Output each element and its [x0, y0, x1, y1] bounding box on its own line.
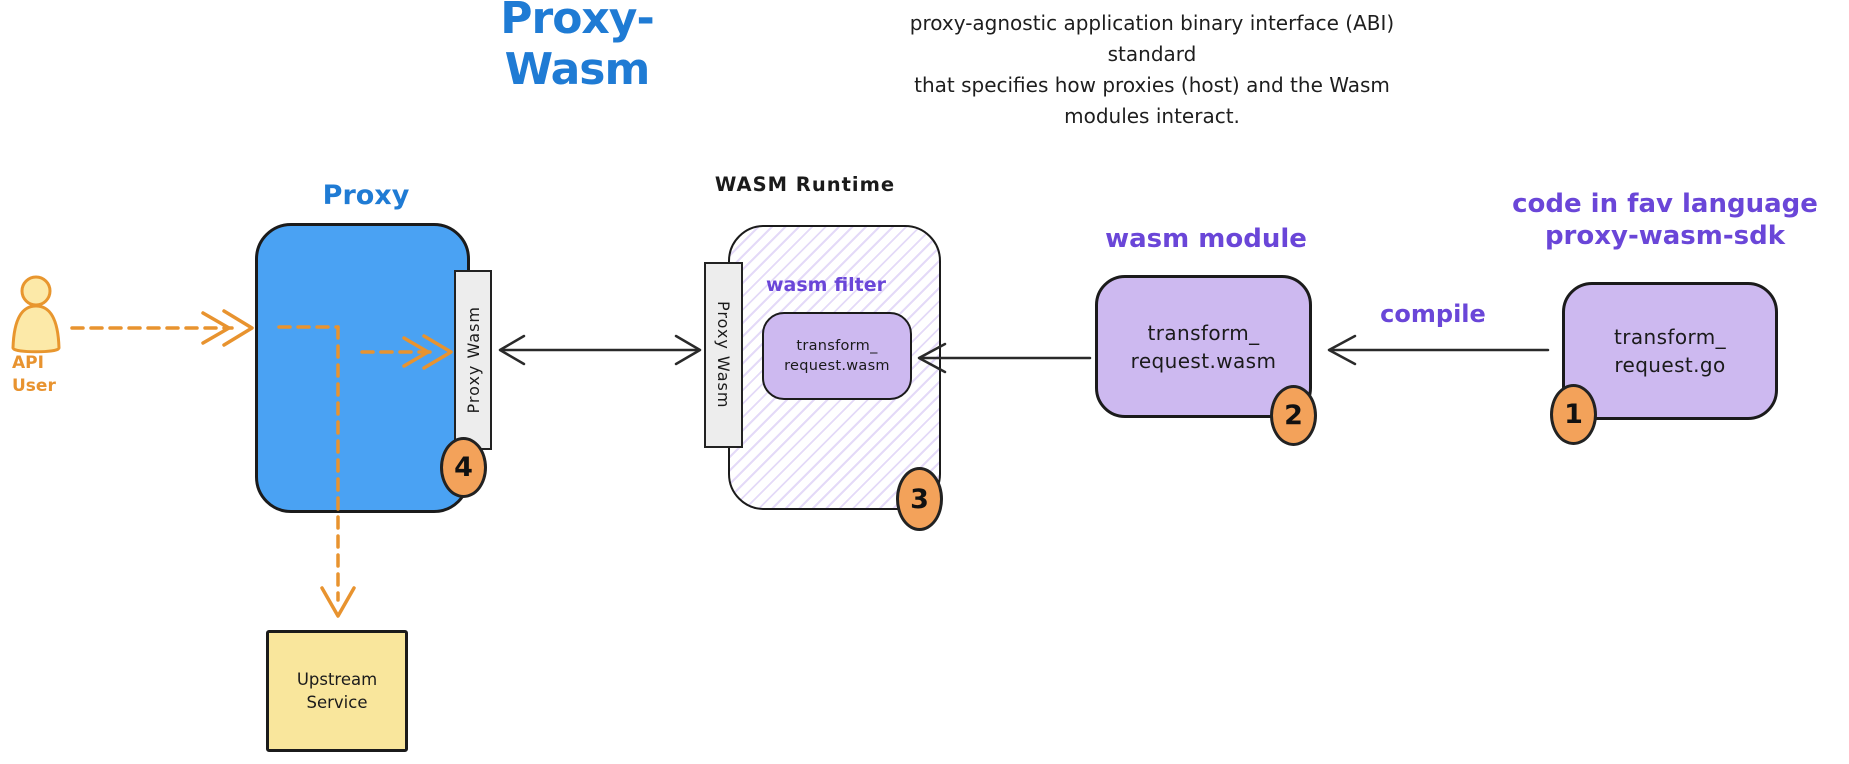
proxy-proxywasm-strip-label: Proxy Wasm: [463, 306, 483, 414]
source-code-label-line-1: code in fav language: [1512, 189, 1818, 219]
arrow-proxy-runtime-bidirectional: [498, 334, 702, 366]
step-2-badge: 2: [1270, 385, 1317, 446]
runtime-proxywasm-strip: Proxy Wasm: [704, 262, 743, 448]
step-4-badge: 4: [440, 437, 487, 498]
wasm-filter-file-node: transform_ request.wasm: [762, 312, 912, 400]
arrow-compile-source-to-module: [1327, 334, 1550, 366]
step-3-badge: 3: [896, 467, 943, 531]
source-code-file-line-2: request.go: [1614, 353, 1726, 377]
wasm-module-node-label: wasm module: [1105, 224, 1307, 254]
subtitle-line-1: proxy-agnostic application binary interf…: [909, 11, 1395, 66]
wasm-runtime-node-label: WASM Runtime: [714, 173, 896, 196]
wasm-filter-file-line-2: request.wasm: [784, 358, 890, 374]
source-code-label-line-2: proxy-wasm-sdk: [1544, 221, 1786, 251]
api-user-label: API User: [12, 352, 82, 398]
api-user-label-line-2: User: [12, 376, 56, 396]
proxy-node-label: Proxy: [322, 180, 410, 211]
page-subtitle: proxy-agnostic application binary interf…: [878, 8, 1426, 132]
page-title: Proxy-Wasm: [500, 0, 655, 95]
wasm-module-file-line-2: request.wasm: [1130, 348, 1277, 373]
wasm-module-node: transform_ request.wasm: [1095, 275, 1312, 418]
source-code-file-line-1: transform_: [1613, 325, 1727, 349]
wasm-module-file-line-1: transform_: [1147, 320, 1260, 345]
upstream-service-line-2: Service: [306, 693, 368, 712]
compile-edge-label: compile: [1380, 300, 1486, 328]
proxy-proxywasm-strip: Proxy Wasm: [454, 270, 492, 450]
runtime-proxywasm-strip-label: Proxy Wasm: [714, 301, 733, 409]
subtitle-line-2: that specifies how proxies (host) and th…: [914, 73, 1390, 128]
step-1-badge: 1: [1550, 384, 1597, 445]
wasm-filter-label: wasm filter: [765, 274, 887, 296]
api-user-icon: [11, 275, 61, 354]
source-code-node: transform_ request.go: [1562, 282, 1778, 420]
proxy-node: [255, 223, 470, 513]
source-code-node-label: code in fav language proxy-wasm-sdk: [1478, 188, 1849, 252]
upstream-service-line-1: Upstream: [296, 670, 378, 689]
wasm-filter-file-line-1: transform_: [796, 338, 878, 354]
arrow-user-to-proxy: [70, 309, 254, 347]
api-user-label-line-1: API: [12, 353, 44, 373]
arrow-module-to-runtime: [917, 342, 1092, 374]
upstream-service-node: Upstream Service: [266, 630, 408, 752]
